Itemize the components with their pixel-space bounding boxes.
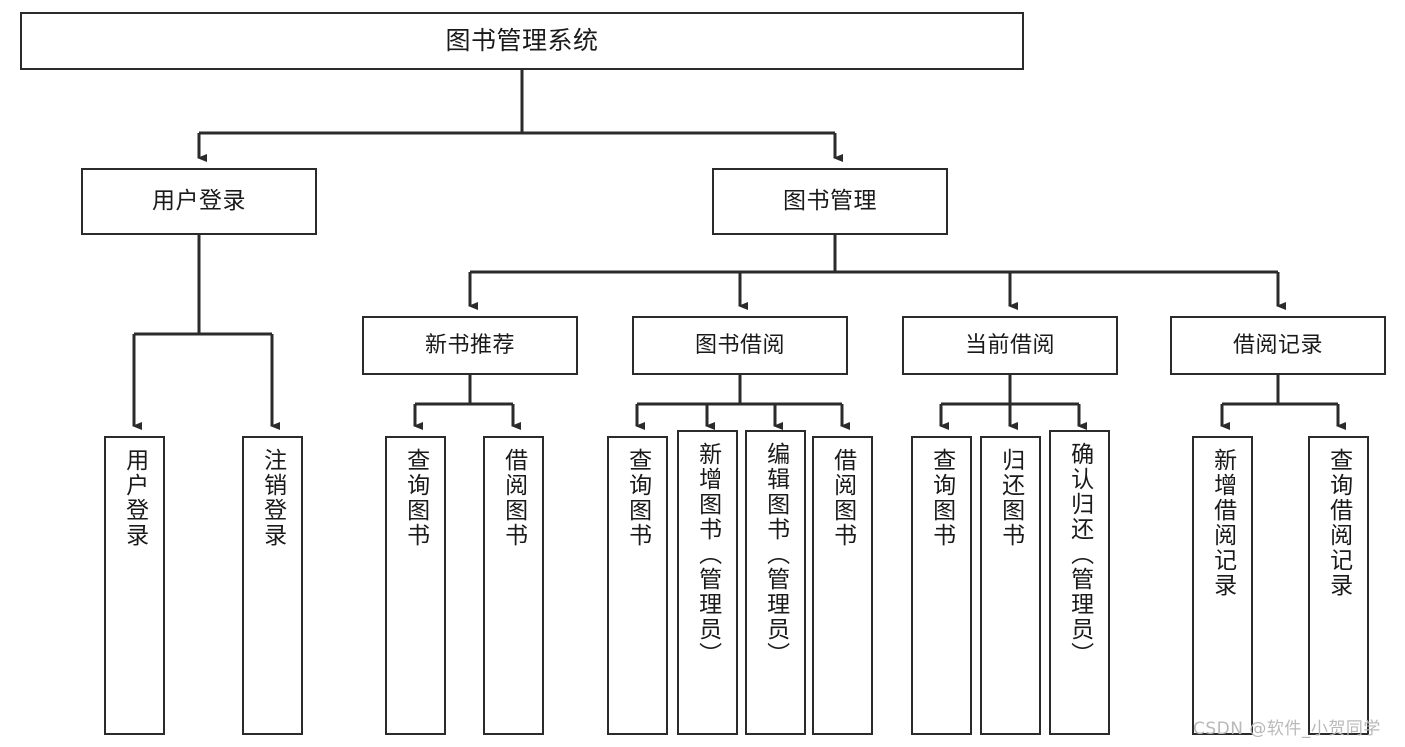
node-leaf-add-borrow-record-label: 新增借阅记录 <box>1209 448 1236 598</box>
node-user-login-label: 用户登录 <box>152 187 246 214</box>
node-leaf-query-borrow-record[interactable]: 查询借阅记录 <box>1308 436 1369 735</box>
node-leaf-query-book-borrow[interactable]: 查询图书 <box>607 436 668 735</box>
node-current-borrow[interactable]: 当前借阅 <box>902 316 1118 375</box>
node-leaf-borrow-book-recommend-label: 借阅图书 <box>500 448 527 548</box>
node-leaf-query-borrow-record-label: 查询借阅记录 <box>1325 448 1352 598</box>
node-user-login[interactable]: 用户登录 <box>81 168 317 235</box>
node-borrow-record-label: 借阅记录 <box>1232 332 1323 358</box>
node-leaf-borrow-book-recommend[interactable]: 借阅图书 <box>483 436 544 735</box>
node-leaf-query-book-recommend[interactable]: 查询图书 <box>385 436 446 735</box>
node-leaf-user-logout[interactable]: 注销登录 <box>242 436 303 735</box>
node-leaf-borrow-book[interactable]: 借阅图书 <box>812 436 873 735</box>
node-leaf-add-book-label: 新增图书（管理员） <box>694 442 721 667</box>
node-leaf-user-login-label: 用户登录 <box>121 448 148 548</box>
node-root-book-management-system[interactable]: 图书管理系统 <box>20 12 1024 70</box>
node-leaf-borrow-book-label: 借阅图书 <box>829 448 856 548</box>
node-new-book-recommend[interactable]: 新书推荐 <box>362 316 578 375</box>
node-borrow-record[interactable]: 借阅记录 <box>1170 316 1386 375</box>
node-current-borrow-label: 当前借阅 <box>964 332 1055 358</box>
node-leaf-add-book[interactable]: 新增图书（管理员） <box>677 430 738 735</box>
node-book-management[interactable]: 图书管理 <box>712 168 948 235</box>
node-book-management-label: 图书管理 <box>783 187 877 214</box>
node-book-borrow-label: 图书借阅 <box>694 332 785 358</box>
node-leaf-confirm-return[interactable]: 确认归还（管理员） <box>1049 430 1110 735</box>
node-book-borrow[interactable]: 图书借阅 <box>632 316 848 375</box>
node-leaf-user-logout-label: 注销登录 <box>259 448 286 548</box>
node-leaf-query-book-recommend-label: 查询图书 <box>402 448 429 548</box>
node-leaf-edit-book[interactable]: 编辑图书（管理员） <box>745 430 806 735</box>
node-new-book-recommend-label: 新书推荐 <box>424 332 515 358</box>
node-root-label: 图书管理系统 <box>445 26 599 56</box>
node-leaf-return-book-label: 归还图书 <box>997 448 1024 548</box>
csdn-watermark: CSDN @软件_小贺同学 <box>1193 719 1381 739</box>
node-leaf-add-borrow-record[interactable]: 新增借阅记录 <box>1192 436 1253 735</box>
node-leaf-edit-book-label: 编辑图书（管理员） <box>762 442 789 667</box>
node-leaf-query-book-current-label: 查询图书 <box>928 448 955 548</box>
node-leaf-query-book-borrow-label: 查询图书 <box>624 448 651 548</box>
node-leaf-confirm-return-label: 确认归还（管理员） <box>1066 442 1093 667</box>
node-leaf-user-login[interactable]: 用户登录 <box>104 436 165 735</box>
node-leaf-query-book-current[interactable]: 查询图书 <box>911 436 972 735</box>
node-leaf-return-book[interactable]: 归还图书 <box>980 436 1041 735</box>
